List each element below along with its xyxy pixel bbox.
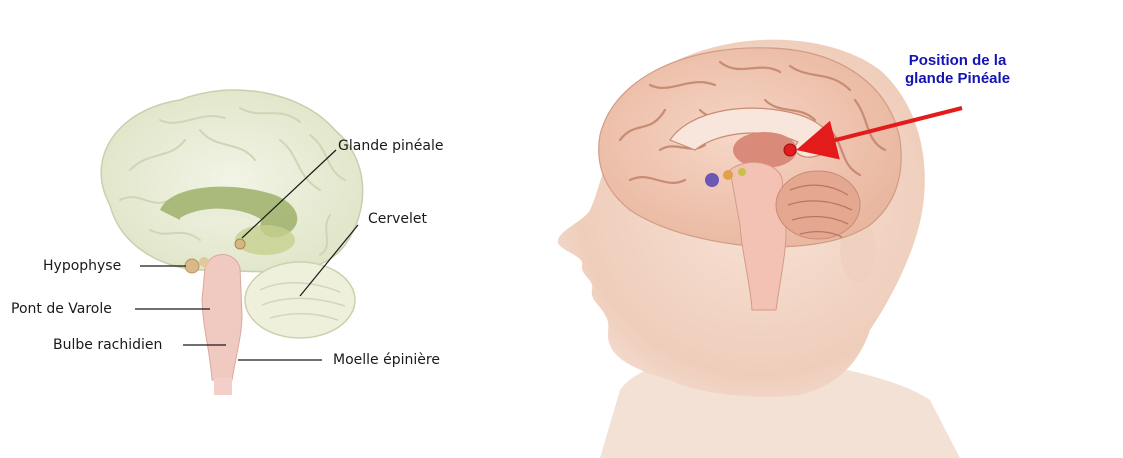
cerebrum-shape [101,90,362,273]
label-moelle-epiniere: Moelle épinière [333,352,440,368]
brainstem [202,255,242,381]
thalamus [235,225,295,255]
pituitary-right [705,173,719,187]
callout-line-2: glande Pinéale [905,70,1010,88]
callout-line-1: Position de la [905,52,1010,70]
label-cervelet: Cervelet [368,211,427,227]
label-hypophyse: Hypophyse [43,258,121,274]
right-head-illustration [558,40,962,458]
label-glande-pineale: Glande pinéale [338,138,444,154]
label-bulbe-rachidien: Bulbe rachidien [53,337,162,353]
spinal-cord-shape [214,378,232,395]
label-pont-de-varole: Pont de Varole [11,301,112,317]
pineal-shape [235,239,245,249]
pituitary-shape [185,259,199,273]
cerebellum-shape [245,262,355,338]
pineal-marker [784,144,796,156]
pineal-callout: Position de la glande Pinéale [905,52,1010,88]
